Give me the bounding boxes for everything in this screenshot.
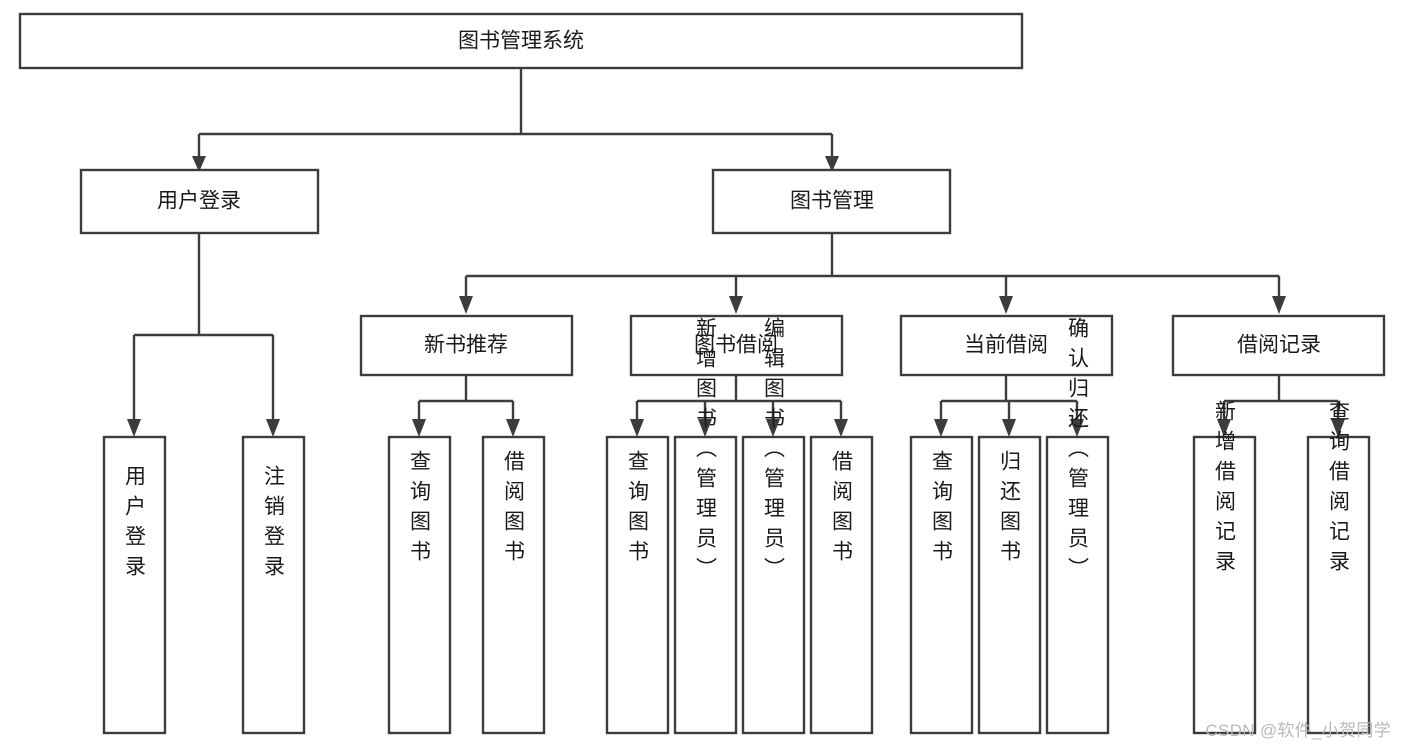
node-user-login[interactable]: 用户登录 (79, 168, 320, 235)
leaf-book-borrow-2-label: 新增图书（管理员） (694, 317, 718, 587)
node-book-borrow[interactable]: 图书借阅 (629, 314, 844, 377)
leaf-borrow-record-2-box (1306, 435, 1371, 735)
arrow-to-current-borrow (999, 296, 1013, 314)
leaf-book-borrow-3-box (741, 435, 806, 735)
node-current-borrow[interactable]: 当前借阅 (899, 314, 1114, 377)
leaf-user-login-1[interactable]: 用户登录 (102, 435, 167, 735)
leaf-book-borrow-3-label: 编辑图书（管理员） (762, 317, 786, 587)
arrow-leaf-borrow-record-2 (1331, 419, 1345, 437)
node-user-login-box (79, 168, 320, 235)
arrow-leaf-current-borrow-2 (1002, 419, 1016, 437)
leaf-current-borrow-1-box (909, 435, 974, 735)
leaf-book-borrow-4[interactable]: 借阅图书 (809, 435, 874, 735)
leaf-book-borrow-3[interactable]: 编辑图书（管理员） (741, 317, 806, 735)
node-root-label: 图书管理系统 (458, 30, 584, 53)
leaf-book-borrow-4-label: 借阅图书 (830, 450, 854, 570)
leaf-user-login-2-box (241, 435, 306, 735)
leaf-borrow-record-2-label: 查询借阅记录 (1327, 400, 1351, 580)
node-new-book-recommend-box (359, 314, 574, 377)
leaf-new-book-2[interactable]: 借阅图书 (481, 435, 546, 735)
node-root-box (18, 12, 1024, 70)
arrow-leaf-book-borrow-3 (766, 419, 780, 437)
leaf-current-borrow-3-label: 确认归还（管理员） (1066, 317, 1090, 587)
leaf-current-borrow-2-label: 归还图书 (998, 450, 1022, 570)
leaf-user-login-1-box (102, 435, 167, 735)
leaf-new-book-1-box (387, 435, 452, 735)
node-new-book-recommend[interactable]: 新书推荐 (359, 314, 574, 377)
arrow-leaf-current-borrow-1 (934, 419, 948, 437)
leaf-book-borrow-2-box (673, 435, 738, 735)
arrow-leaf-current-borrow-3 (1070, 419, 1084, 437)
node-book-management[interactable]: 图书管理 (711, 168, 952, 235)
node-user-login-label: 用户登录 (157, 190, 241, 213)
leaf-book-borrow-1[interactable]: 查询图书 (605, 435, 670, 735)
arrow-to-user-login (192, 156, 206, 172)
node-borrow-record-label: 借阅记录 (1237, 334, 1321, 357)
node-borrow-record-box (1171, 314, 1386, 377)
leaf-current-borrow-2-box (977, 435, 1042, 735)
arrow-leaf-user-login-1 (127, 419, 141, 437)
node-book-borrow-box (629, 314, 844, 377)
leaf-current-borrow-3[interactable]: 确认归还（管理员） (1045, 317, 1110, 735)
connector-layer (127, 68, 1345, 437)
arrow-to-book-borrow (729, 296, 743, 314)
leaf-new-book-1-label: 查询图书 (408, 450, 432, 570)
csdn-watermark: CSDN @软件_小贺同学 (1205, 721, 1391, 740)
leaf-new-book-2-label: 借阅图书 (502, 450, 526, 570)
arrow-leaf-book-borrow-2 (698, 419, 712, 437)
leaf-user-login-2[interactable]: 注销登录 (241, 435, 306, 735)
arrow-to-book-mgmt (825, 156, 839, 172)
leaf-user-login-1-label: 用户登录 (123, 465, 147, 585)
node-book-management-label: 图书管理 (790, 190, 874, 213)
arrow-leaf-book-borrow-4 (834, 419, 848, 437)
leaf-current-borrow-3-box (1045, 435, 1110, 735)
node-root[interactable]: 图书管理系统 (18, 12, 1024, 70)
leaf-book-borrow-2[interactable]: 新增图书（管理员） (673, 317, 738, 735)
node-borrow-record[interactable]: 借阅记录 (1171, 314, 1386, 377)
arrow-leaf-user-login-2 (266, 419, 280, 437)
leaf-new-book-2-box (481, 435, 546, 735)
node-current-borrow-box (899, 314, 1114, 377)
node-book-management-box (711, 168, 952, 235)
arrow-leaf-new-book-2 (506, 419, 520, 437)
leaf-book-borrow-1-label: 查询图书 (626, 450, 650, 570)
node-new-book-recommend-label: 新书推荐 (424, 334, 508, 357)
arrow-to-borrow-record (1272, 296, 1286, 314)
leaf-borrow-record-1-box (1192, 435, 1257, 735)
leaf-book-borrow-4-box (809, 435, 874, 735)
leaf-current-borrow-2[interactable]: 归还图书 (977, 435, 1042, 735)
arrow-leaf-borrow-record-1 (1217, 419, 1231, 437)
arrow-leaf-book-borrow-1 (630, 419, 644, 437)
leaf-current-borrow-1[interactable]: 查询图书 (909, 435, 974, 735)
node-book-borrow-label: 图书借阅 (694, 334, 778, 357)
leaf-user-login-2-label: 注销登录 (262, 465, 286, 585)
leaf-borrow-record-2[interactable]: 查询借阅记录 (1306, 400, 1371, 735)
arrow-to-new-book-recommend (459, 296, 473, 314)
leaf-book-borrow-1-box (605, 435, 670, 735)
arrow-leaf-new-book-1 (412, 419, 426, 437)
node-current-borrow-label: 当前借阅 (964, 334, 1048, 357)
leaf-new-book-1[interactable]: 查询图书 (387, 435, 452, 735)
leaf-borrow-record-1[interactable]: 新增借阅记录 (1192, 400, 1257, 735)
leaf-borrow-record-1-label: 新增借阅记录 (1213, 400, 1237, 580)
leaf-current-borrow-1-label: 查询图书 (930, 450, 954, 570)
